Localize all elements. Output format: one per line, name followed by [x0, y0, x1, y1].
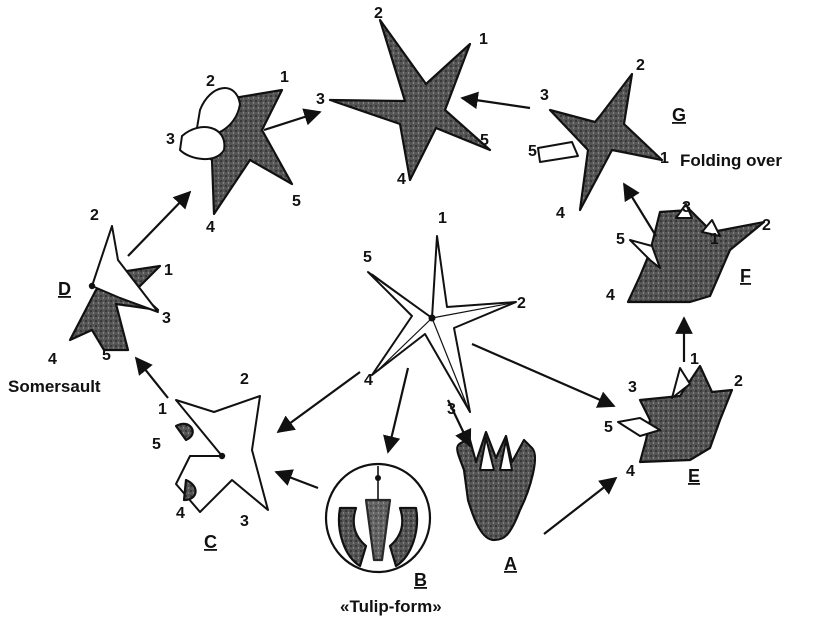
g-arm-1: 1 [660, 150, 669, 167]
top-arm-5: 5 [480, 132, 489, 149]
stage-e-label: E [688, 466, 700, 486]
d-arm-2: 2 [90, 207, 99, 224]
center-starfish [368, 236, 516, 412]
arrow-f-to-g [624, 184, 656, 236]
center-arm-4: 4 [364, 372, 373, 389]
stage-d-starfish [70, 226, 160, 350]
f-arm-1: 1 [710, 231, 719, 248]
stage-f-starfish [628, 204, 764, 302]
f-arm-3: 3 [682, 199, 691, 216]
stage-g-label: G [672, 105, 686, 125]
stage-b-label: B [414, 570, 427, 590]
e-arm-2: 2 [734, 373, 743, 390]
center-arm-2: 2 [517, 295, 526, 312]
stage-g-starfish [538, 74, 662, 210]
e-arm-3: 3 [628, 379, 637, 396]
g-arm-3: 3 [540, 87, 549, 104]
g-arm-4: 4 [556, 205, 565, 222]
ul-arm-4: 4 [206, 219, 215, 236]
c-arm-4: 4 [176, 505, 185, 522]
ul-arm-3: 3 [166, 131, 175, 148]
g-arm-2: 2 [636, 57, 645, 74]
arrow-center-to-e [472, 344, 614, 406]
upper-left-starfish [180, 88, 292, 214]
somersault-caption: Somersault [8, 377, 101, 396]
d-arm-4: 4 [48, 351, 57, 368]
center-arm-5: 5 [363, 249, 372, 266]
stage-f-label: F [740, 266, 751, 286]
arrow-ul-to-top [264, 112, 320, 130]
arrow-a-to-e [544, 478, 616, 534]
center-arm-1: 1 [438, 210, 447, 227]
top-arm-1: 1 [479, 31, 488, 48]
arrow-center-to-b [388, 368, 408, 452]
arrow-g-to-top [462, 98, 530, 108]
arrow-c-to-d [136, 358, 168, 398]
stage-c-starfish [176, 396, 268, 512]
tulip-form-caption: «Tulip-form» [340, 597, 442, 616]
folding-over-caption: Folding over [680, 151, 782, 170]
stage-a-label: A [504, 554, 517, 574]
f-arm-4: 4 [606, 287, 615, 304]
arrow-d-to-ul [128, 192, 190, 256]
top-arm-3: 3 [316, 91, 325, 108]
top-arm-2: 2 [374, 5, 383, 22]
top-starfish [330, 20, 490, 180]
c-arm-3: 3 [240, 513, 249, 530]
e-arm-4: 4 [626, 463, 635, 480]
d-arm-5: 5 [102, 347, 111, 364]
arrow-center-to-c [278, 372, 360, 432]
stage-b-starfish [326, 464, 430, 572]
top-arm-4: 4 [397, 171, 406, 188]
stage-d-label: D [58, 279, 71, 299]
arrow-b-to-c [276, 472, 318, 488]
c-arm-1: 1 [158, 401, 167, 418]
ul-arm-2: 2 [206, 73, 215, 90]
c-arm-5: 5 [152, 436, 161, 453]
ul-arm-5: 5 [292, 193, 301, 210]
g-arm-5: 5 [528, 143, 537, 160]
f-arm-5: 5 [616, 231, 625, 248]
e-arm-5: 5 [604, 419, 613, 436]
d-arm-3: 3 [162, 310, 171, 327]
e-arm-1: 1 [690, 351, 699, 368]
c-arm-2: 2 [240, 371, 249, 388]
d-arm-1: 1 [164, 262, 173, 279]
f-arm-2: 2 [762, 217, 771, 234]
stage-c-label: C [204, 532, 217, 552]
stage-a-starfish [457, 432, 535, 540]
ul-arm-1: 1 [280, 69, 289, 86]
